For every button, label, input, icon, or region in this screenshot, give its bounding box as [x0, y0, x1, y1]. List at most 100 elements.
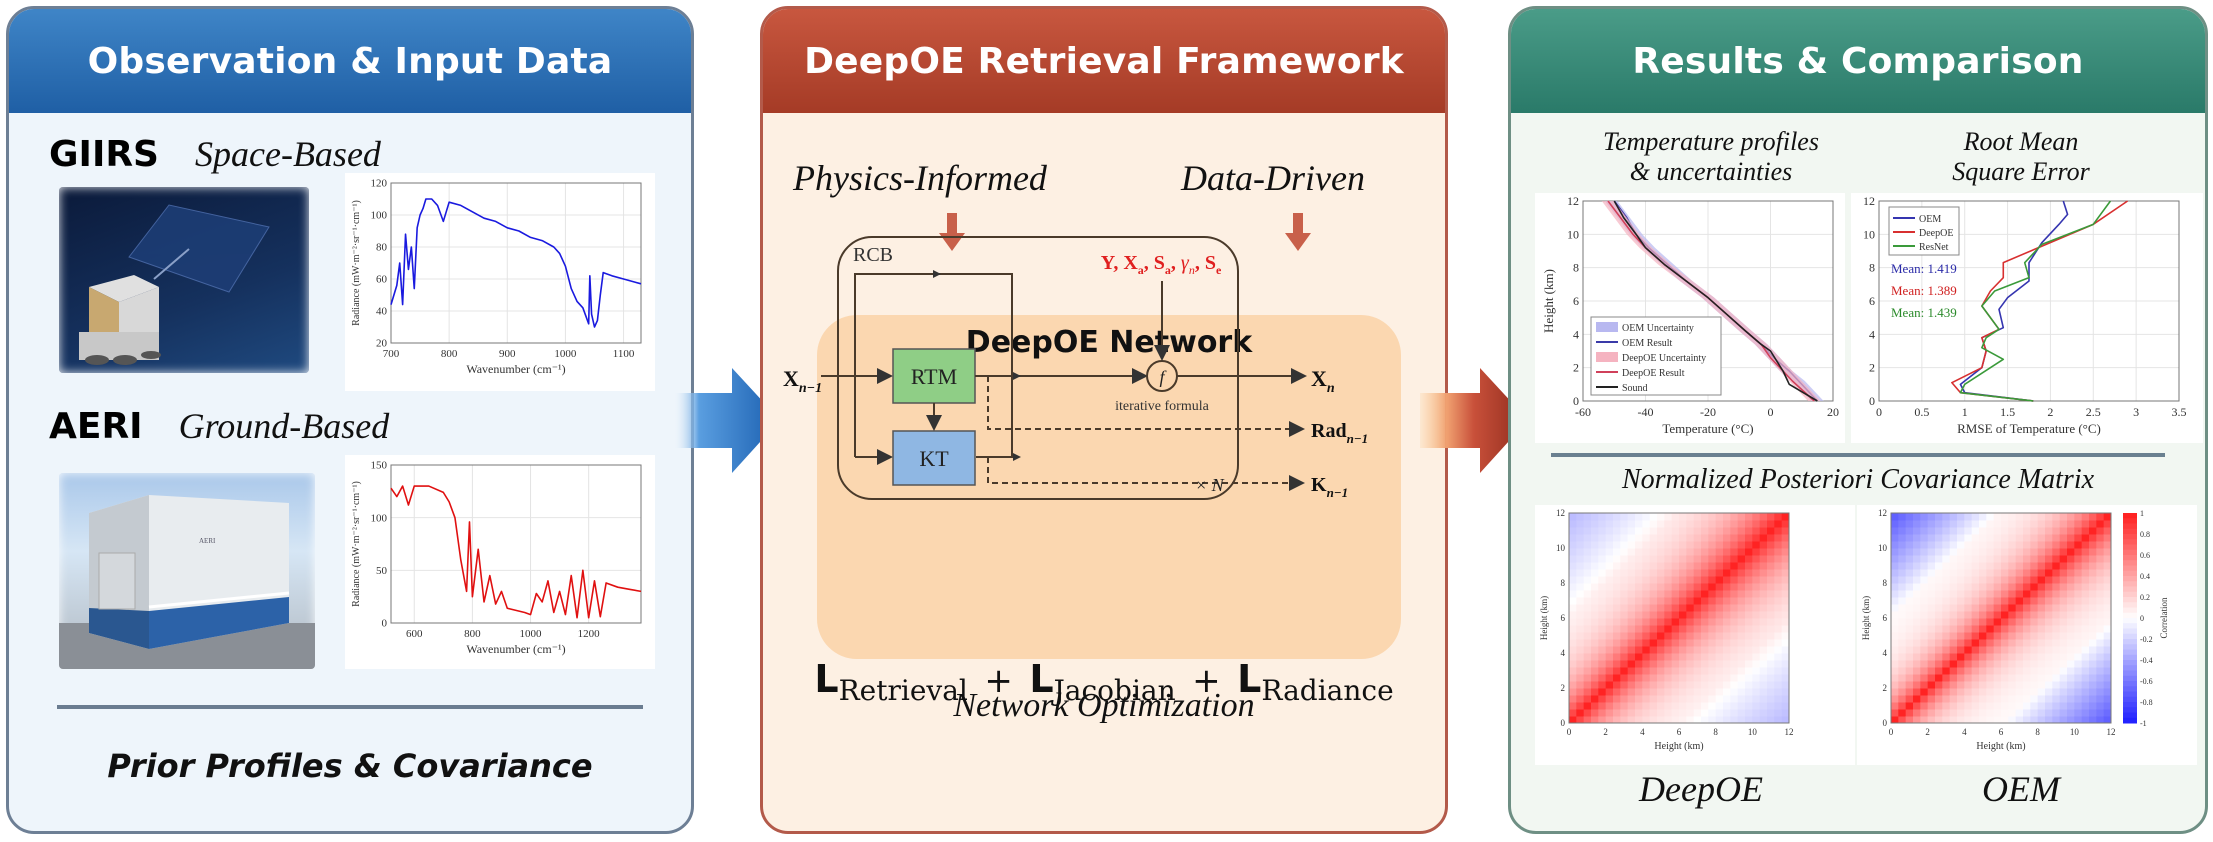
- heatmap-cell: [2103, 611, 2112, 619]
- heatmap-cell: [1730, 611, 1739, 619]
- x-tick-label: 700: [383, 348, 400, 360]
- heatmap-cell: [1569, 646, 1577, 654]
- heatmap-cell: [1745, 604, 1753, 612]
- heatmap-cell: [2030, 660, 2039, 668]
- heatmap-cell: [1767, 604, 1775, 612]
- heatmap-cell: [1913, 576, 1921, 584]
- heatmap-cell: [1730, 646, 1739, 654]
- heatmap-cell: [1942, 709, 1951, 717]
- heatmap-cell: [1708, 527, 1717, 535]
- heatmap-cell: [2067, 534, 2075, 542]
- heatmap-cell: [1664, 674, 1673, 682]
- heatmap-cell: [1642, 611, 1651, 619]
- heatmap-cell: [1752, 555, 1761, 563]
- params-label: Y, Xa, Sa, γn, Se: [1101, 252, 1222, 277]
- heatmap-cell: [1701, 688, 1709, 696]
- heatmap-cell: [2001, 646, 2009, 654]
- heatmap-cell: [1708, 548, 1717, 556]
- heatmap-cell: [1942, 625, 1951, 633]
- heatmap-cell: [1693, 555, 1702, 563]
- heatmap-cell: [1649, 590, 1658, 598]
- heatmap-cell: [2074, 618, 2083, 626]
- heatmap-cell: [2030, 618, 2039, 626]
- heatmap-cell: [1935, 569, 1943, 577]
- heatmap-cell: [1913, 555, 1921, 563]
- y-tick-label: 10: [1878, 543, 1888, 553]
- heatmap-cell: [2001, 681, 2009, 689]
- heatmap-cell: [1913, 520, 1921, 528]
- flow-arrow-to-results: [1420, 368, 1528, 473]
- heatmap-cell: [1730, 534, 1739, 542]
- heatmap-cell: [1781, 674, 1790, 682]
- heatmap-cell: [1642, 555, 1651, 563]
- heatmap-cell: [1774, 604, 1783, 612]
- heatmap-cell: [1927, 520, 1936, 528]
- heatmap-cell: [1949, 688, 1958, 696]
- heatmap-cell: [1598, 716, 1607, 724]
- heatmap-cell: [1620, 611, 1629, 619]
- heatmap-cell: [1759, 534, 1768, 542]
- heatmap-cell: [1620, 583, 1629, 591]
- heatmap-cell: [1613, 653, 1621, 661]
- heatmap-cell: [1781, 548, 1790, 556]
- data-driven-label: Data-Driven: [1181, 158, 1365, 198]
- heatmap-cell: [1693, 513, 1702, 521]
- heatmap-cell: [1767, 611, 1775, 619]
- heatmap-cell: [1693, 576, 1702, 584]
- heatmap-cell: [1920, 576, 1929, 584]
- heatmap-cell: [2008, 590, 2017, 598]
- heatmap-cell: [1993, 646, 2002, 654]
- heatmap-cell: [2045, 583, 2053, 591]
- heatmap-cell: [1993, 716, 2002, 724]
- heatmap-cell: [1708, 597, 1717, 605]
- heatmap-cell: [2081, 681, 2090, 689]
- heatmap-cell: [2023, 541, 2031, 549]
- x-tick-label: 0: [1768, 405, 1774, 419]
- heatmap-cell: [1986, 520, 1995, 528]
- heatmap-cell: [1569, 702, 1577, 710]
- heatmap-cell: [1913, 534, 1921, 542]
- heatmap-cell: [1891, 534, 1899, 542]
- heatmap-cell: [2045, 548, 2053, 556]
- heatmap-cell: [1693, 597, 1702, 605]
- heatmap-cell: [1737, 527, 1746, 535]
- heatmap-cell: [2059, 653, 2068, 661]
- heatmap-cell: [2074, 681, 2083, 689]
- heatmap-cell: [1679, 555, 1687, 563]
- heatmap-cell: [1767, 597, 1775, 605]
- heatmap-cell: [1576, 534, 1585, 542]
- heatmap-cell: [1767, 653, 1775, 661]
- heatmap-cell: [1679, 590, 1687, 598]
- colorbar-tick-label: -0.8: [2140, 698, 2153, 707]
- heatmap-cell: [1730, 555, 1739, 563]
- colorbar-cell: [2123, 639, 2137, 645]
- heatmap-cell: [2081, 604, 2090, 612]
- heatmap-cell: [1664, 660, 1673, 668]
- heatmap-cell: [2089, 576, 2097, 584]
- heatmap-cell: [2023, 618, 2031, 626]
- heatmap-cell: [1627, 520, 1636, 528]
- heatmap-cell: [2103, 681, 2112, 689]
- heatmap-cell: [1935, 583, 1943, 591]
- heatmap-cell: [2023, 625, 2031, 633]
- heatmap-cell: [2037, 695, 2046, 703]
- heatmap-cell: [2081, 646, 2090, 654]
- heatmap-cell: [1708, 695, 1717, 703]
- heatmap-cell: [1693, 716, 1702, 724]
- heatmap-cell: [2030, 534, 2039, 542]
- heatmap-cell: [1905, 688, 1914, 696]
- x-tick-label: 0: [1889, 727, 1894, 737]
- heatmap-cell: [2015, 590, 2024, 598]
- heatmap-cell: [1993, 604, 2002, 612]
- heatmap-cell: [1920, 520, 1929, 528]
- heatmap-cell: [1949, 667, 1958, 675]
- heatmap-cell: [1708, 716, 1717, 724]
- heatmap-cell: [2067, 653, 2075, 661]
- heatmap-cell: [1986, 611, 1995, 619]
- heatmap-cell: [1774, 709, 1783, 717]
- heatmap-cell: [1583, 681, 1592, 689]
- heatmap-cell: [1715, 667, 1724, 675]
- heatmap-cell: [2052, 688, 2061, 696]
